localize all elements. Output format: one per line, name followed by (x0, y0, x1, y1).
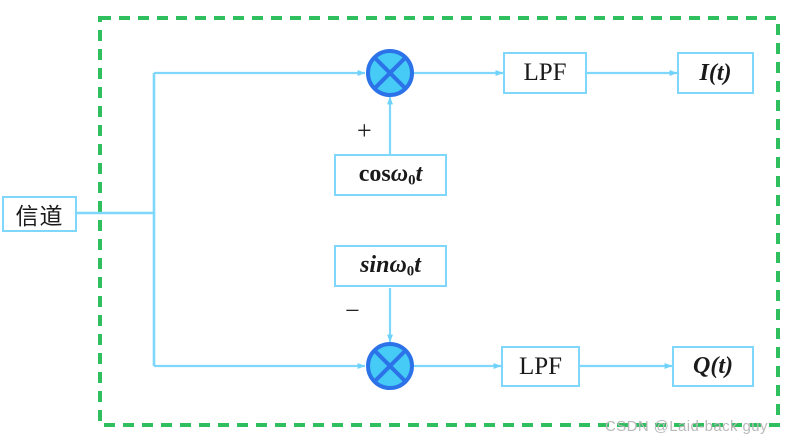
lpf-bottom-label: LPF (518, 352, 563, 380)
mixer-top-cross (373, 56, 407, 90)
output-i-box[interactable]: I(t) (677, 52, 754, 94)
receiver-boundary (98, 16, 780, 427)
oscillator-cos-label: cosω0t (358, 160, 423, 189)
oscillator-sin-label: sinω0t (360, 251, 421, 280)
channel-box[interactable]: 信道 (2, 196, 77, 232)
mixer-top (366, 49, 414, 97)
mixer-bottom-cross (373, 349, 407, 383)
lpf-top-label: LPF (523, 59, 567, 86)
lpf-bottom-box[interactable]: LPF (501, 346, 580, 387)
output-q-label: Q(t) (693, 353, 733, 379)
mixer-bottom (366, 342, 414, 390)
sign-plus-top: + (357, 116, 372, 145)
watermark: CSDN @Laid-back guy (605, 418, 768, 435)
output-i-label: I(t) (699, 59, 732, 86)
oscillator-cos-box[interactable]: cosω0t (334, 154, 447, 196)
sign-minus-bottom: − (345, 296, 360, 325)
lpf-top-box[interactable]: LPF (503, 52, 587, 94)
oscillator-sin-box[interactable]: sinω0t (334, 245, 447, 287)
output-q-box[interactable]: Q(t) (672, 346, 754, 387)
channel-label: 信道 (15, 203, 64, 229)
